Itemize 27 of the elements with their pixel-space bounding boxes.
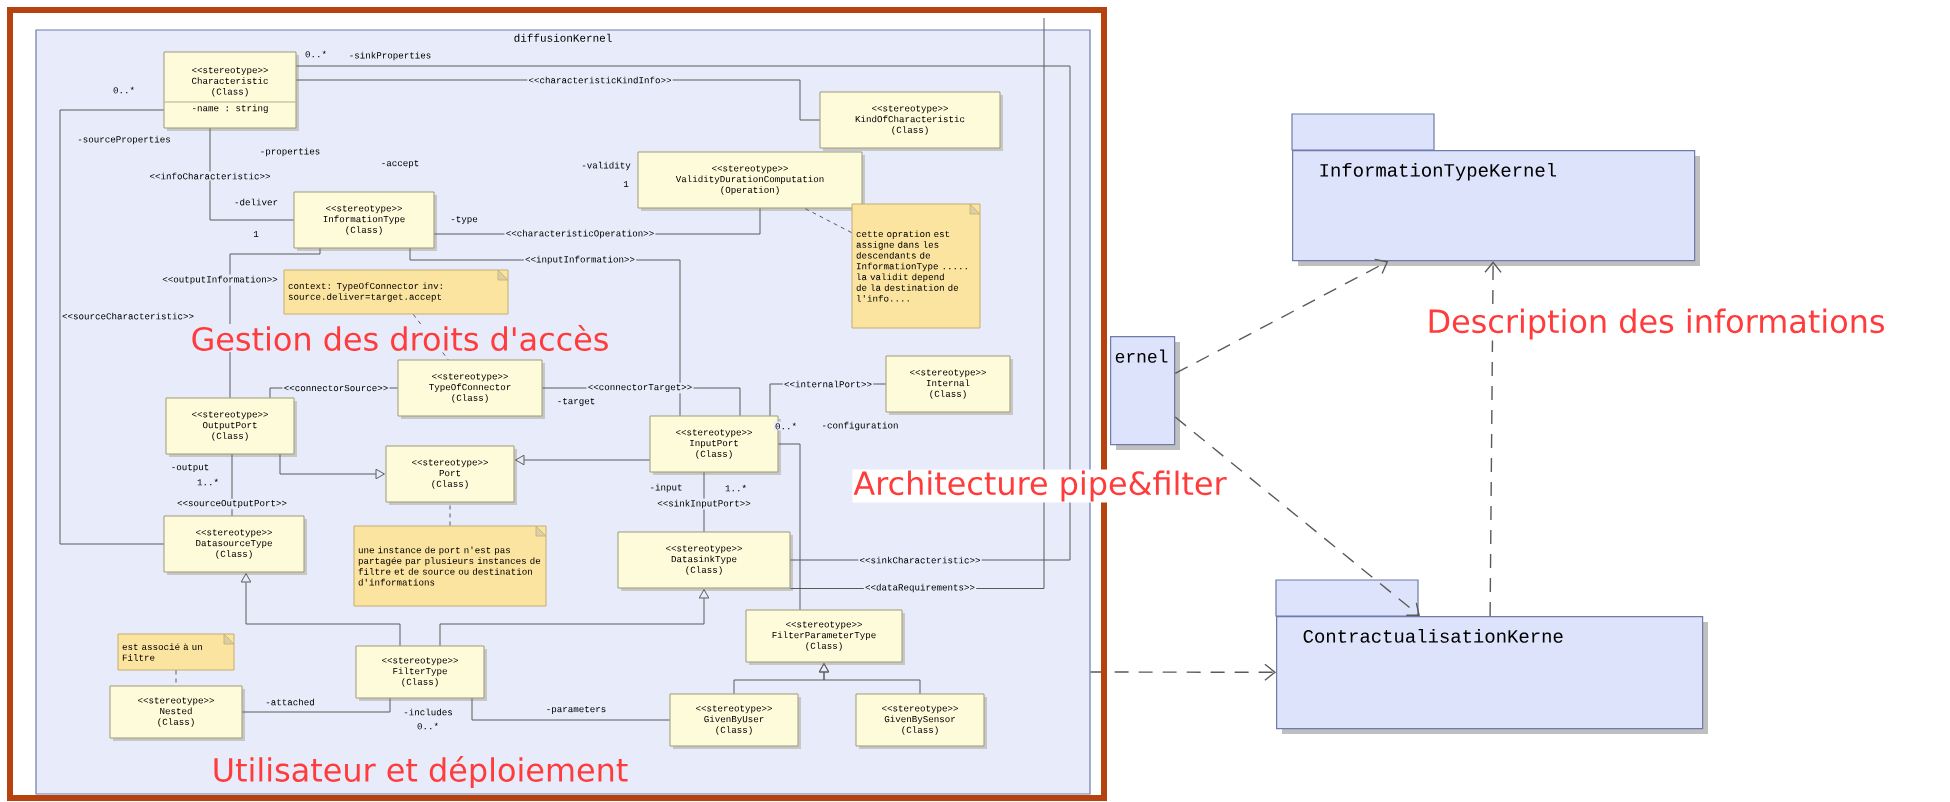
package-box: ernel <box>1110 336 1180 450</box>
annotation-text: Gestion des droits d'accès <box>189 324 611 352</box>
annotation-text: Architecture pipe&filter <box>852 469 1228 503</box>
generalization-arrow <box>240 573 401 646</box>
generalization-arrow <box>439 589 710 646</box>
note-anchor-line <box>804 208 852 234</box>
dependency-arrow <box>1174 416 1420 616</box>
association-line <box>59 109 164 545</box>
annotation-text: Description des informations <box>1425 307 1887 341</box>
dependency-arrow <box>1174 258 1389 375</box>
note-anchor-line <box>449 502 451 526</box>
association-line <box>231 454 233 516</box>
association-line <box>778 443 801 610</box>
association-line <box>209 128 294 221</box>
dependency-arrow <box>1089 663 1276 681</box>
package-box: InformationTypeKernel <box>1291 113 1700 266</box>
generalization-arrow <box>279 454 385 480</box>
note-anchor-line <box>175 670 177 686</box>
association-line <box>703 472 705 532</box>
package-box: ContractualisationKerne <box>1275 579 1708 734</box>
generalization-arrow <box>818 663 921 694</box>
association-line <box>471 698 670 721</box>
annotation-text: Utilisateur et déploiement <box>210 754 630 790</box>
association-line <box>296 65 1071 561</box>
generalization-arrow <box>515 454 650 466</box>
dependency-arrow <box>1484 261 1502 617</box>
association-line <box>242 698 391 713</box>
